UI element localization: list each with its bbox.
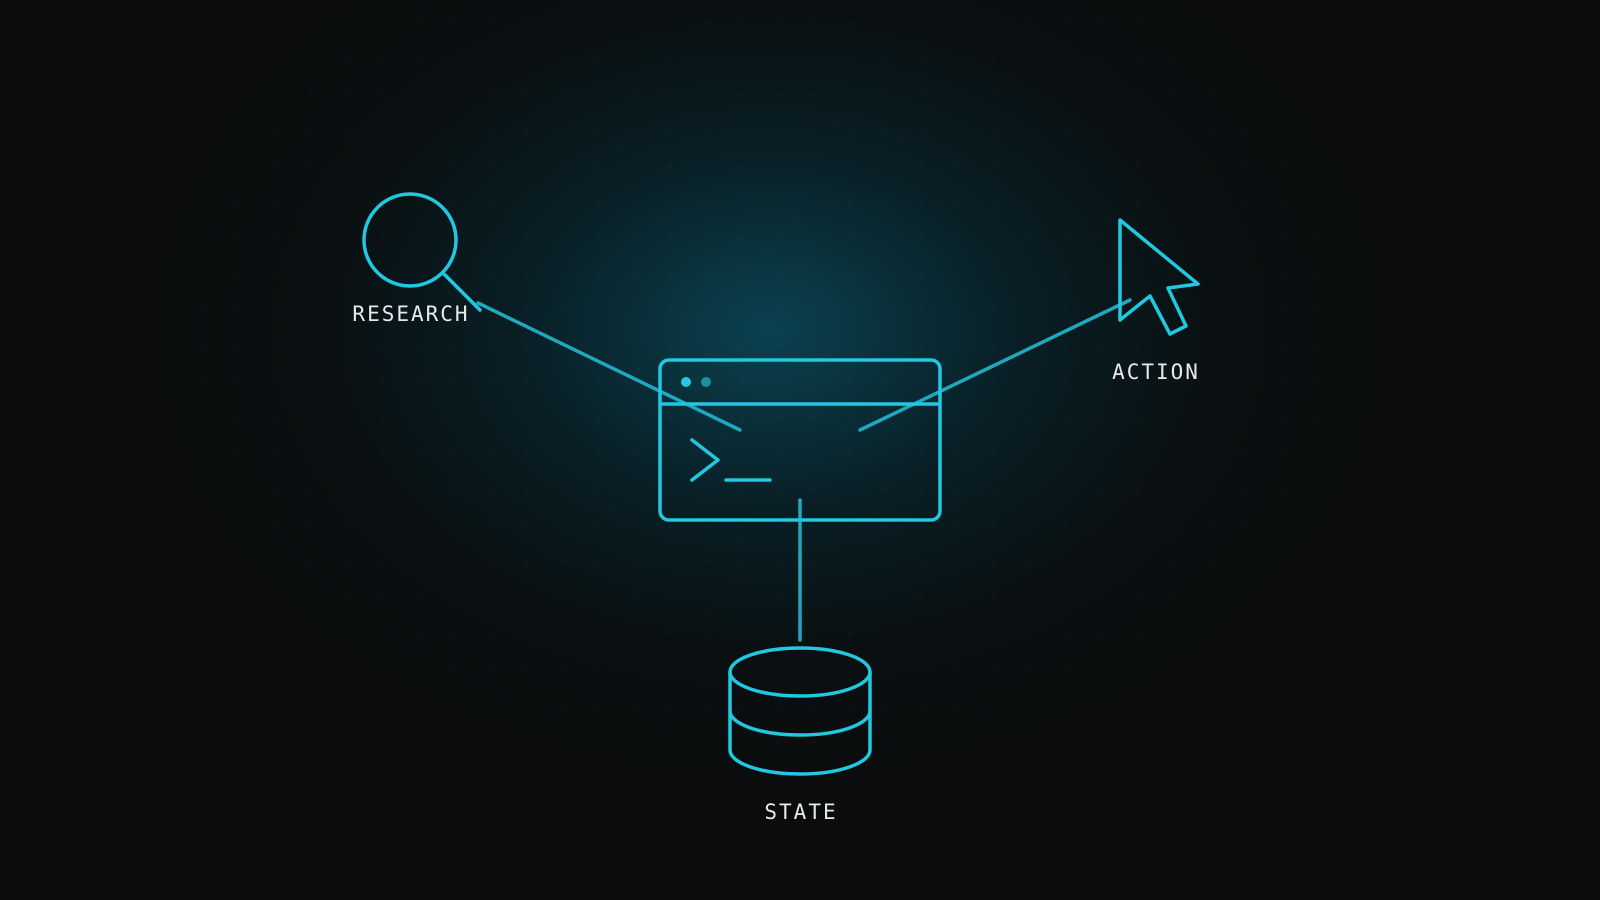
- prompt-chevron-icon: [690, 438, 720, 482]
- research-label: RESEARCH: [352, 302, 470, 326]
- terminal-window-icon: [658, 358, 942, 522]
- cursor-arrow-icon: [1118, 218, 1200, 336]
- connector-action: [858, 298, 1132, 432]
- state-label: STATE: [764, 800, 838, 824]
- window-dot-icon: [701, 377, 711, 387]
- database-icon: [728, 646, 872, 776]
- magnifier-icon: [362, 192, 482, 312]
- connector-research: [476, 301, 742, 432]
- window-dot-icon: [681, 377, 691, 387]
- action-label: ACTION: [1112, 360, 1200, 384]
